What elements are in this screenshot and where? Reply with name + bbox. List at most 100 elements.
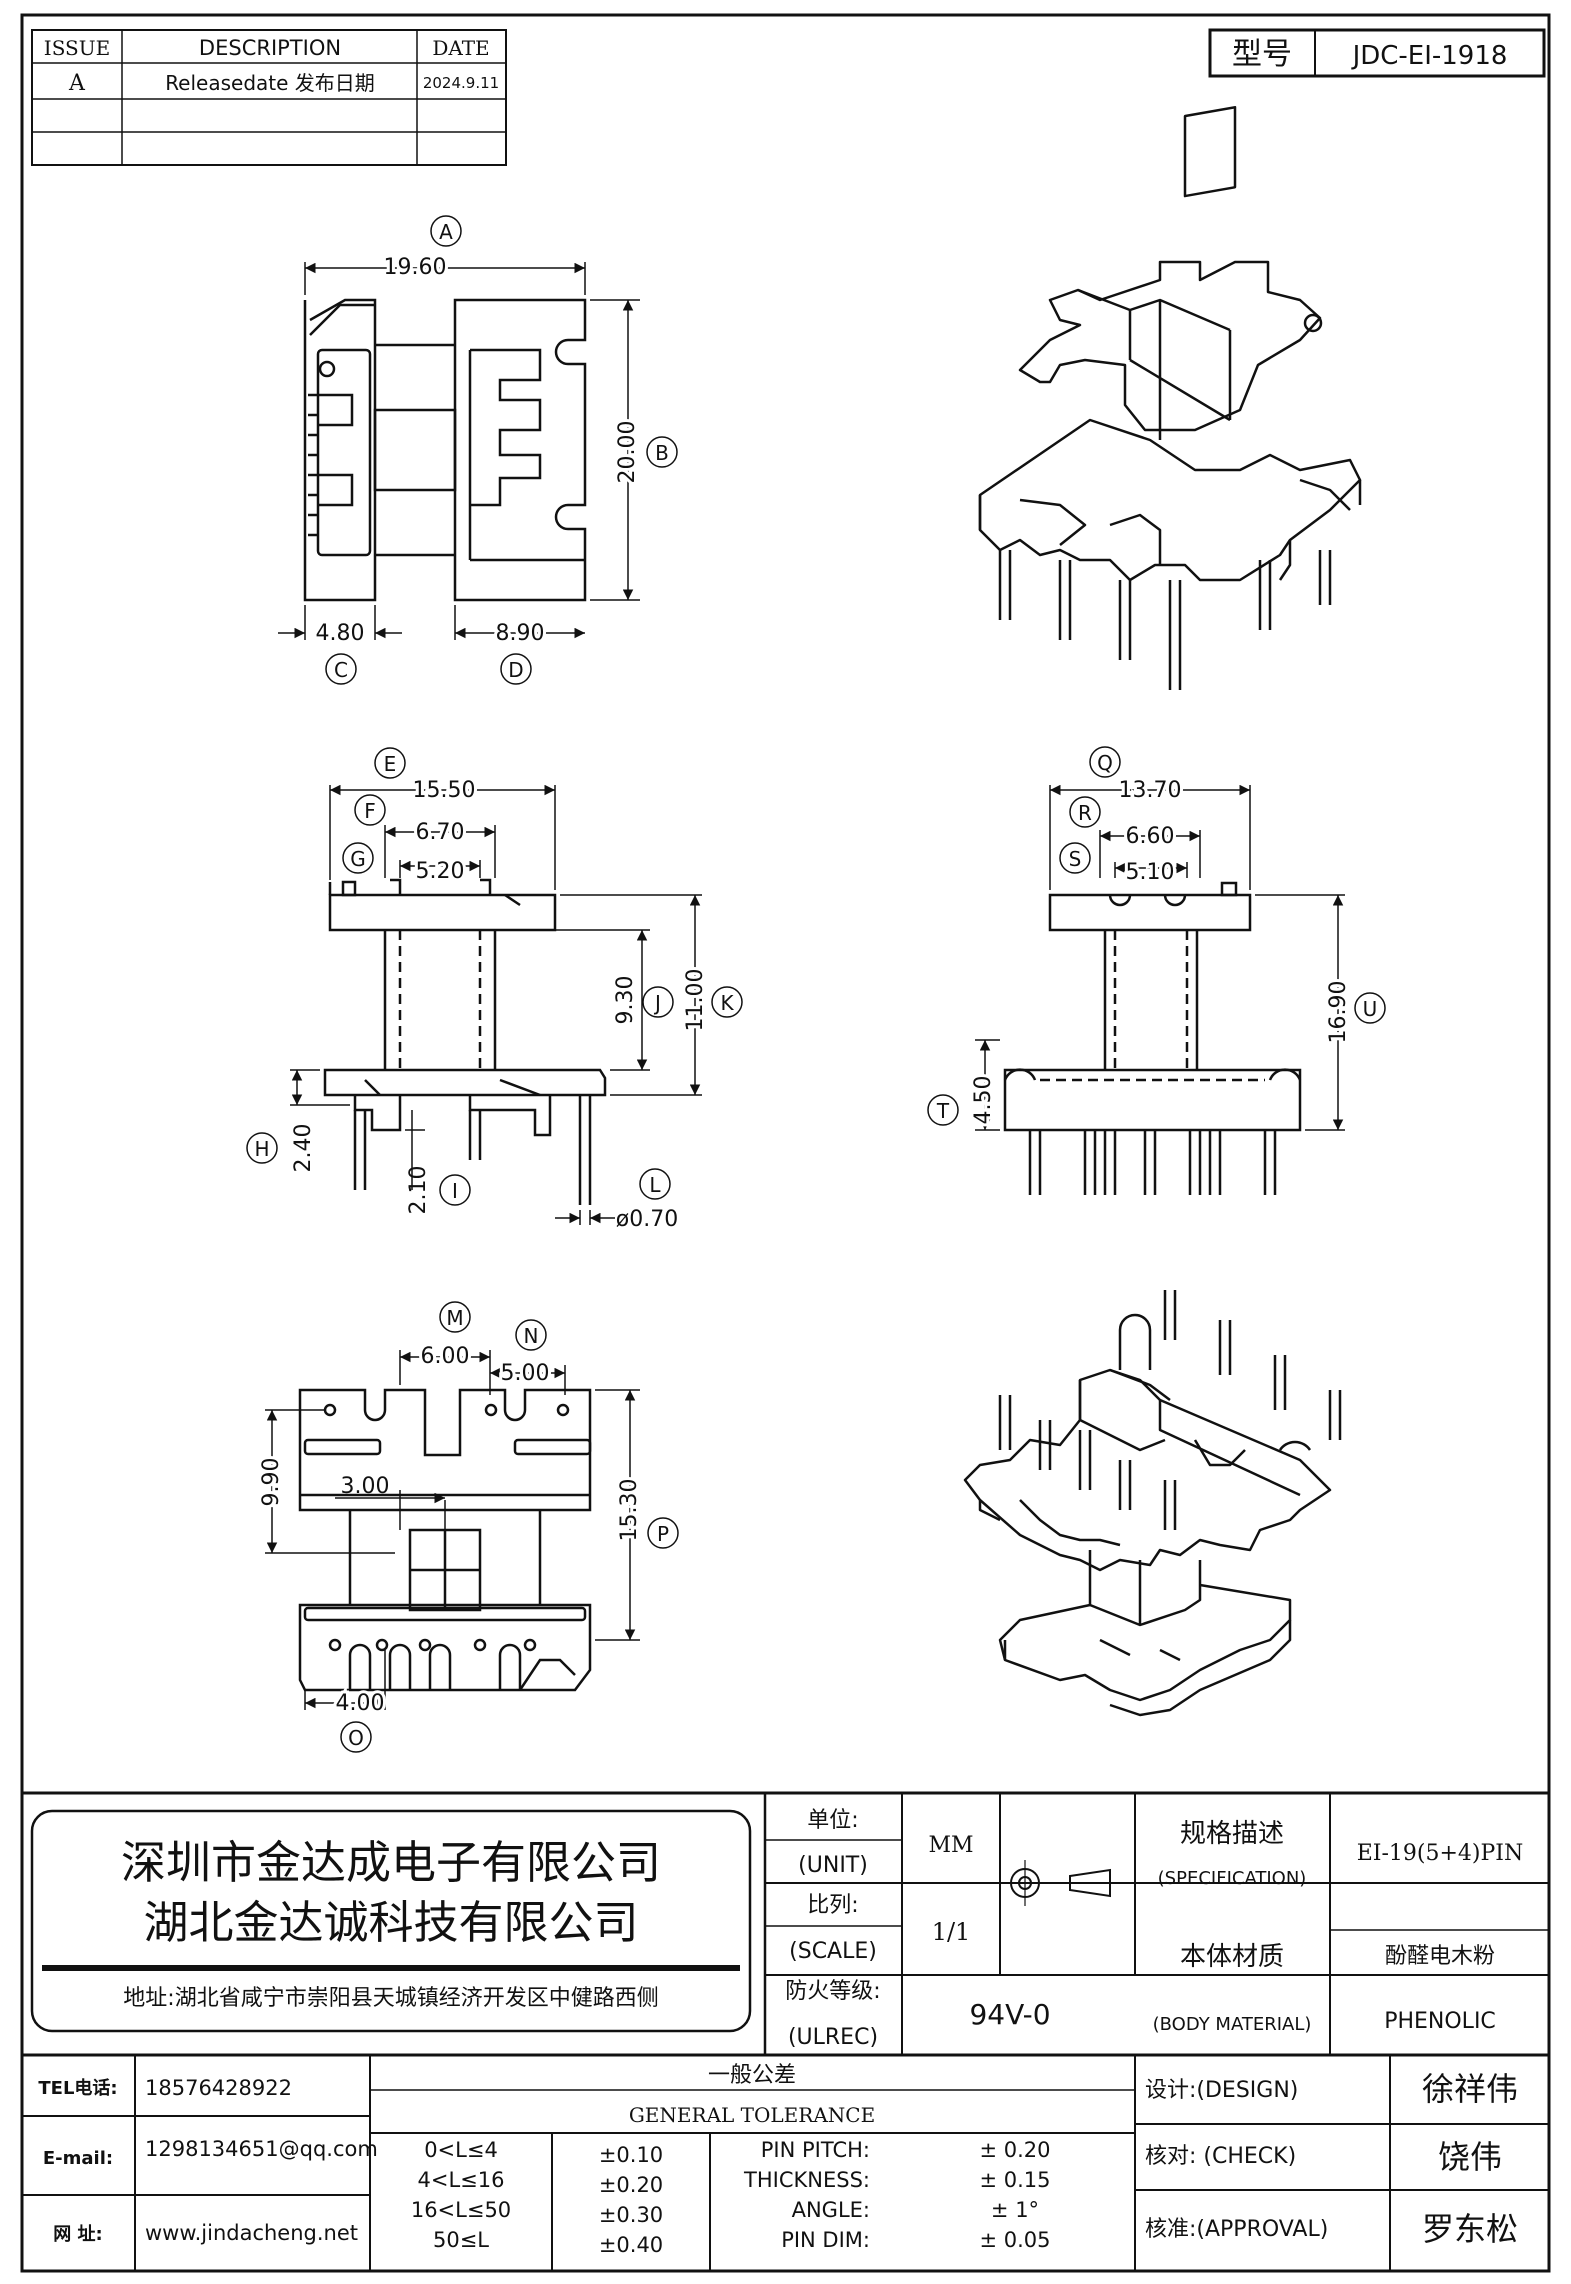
- label-B: B: [655, 441, 669, 465]
- dim-callout-L: [639, 1168, 671, 1200]
- material-value-en: PHENOLIC: [1384, 2009, 1496, 2034]
- bottom-view-dimensions: [265, 1301, 679, 1753]
- label-D: D: [508, 658, 523, 682]
- rev-row-issue: A: [68, 71, 86, 96]
- front-view-dimensions: [246, 747, 743, 1225]
- tol-item-value-4: ± 0.05: [979, 2228, 1050, 2252]
- tol-range-3: 16<L≤50: [411, 2198, 511, 2222]
- dim-callout-K: [711, 986, 743, 1018]
- tol-item-value-3: ± 1°: [991, 2198, 1039, 2222]
- dim-callout-F: [354, 794, 386, 826]
- dim-callout-A: [430, 215, 462, 247]
- fire-rating-value: 94V-0: [969, 1998, 1050, 2031]
- top-view: [303, 298, 587, 602]
- side-view: [1003, 881, 1302, 1195]
- tel-value: 18576428922: [145, 2076, 292, 2100]
- rev-row-description: Releasedate 发布日期: [165, 71, 375, 95]
- tol-item-4: PIN DIM:: [781, 2228, 870, 2252]
- label-K: K: [720, 991, 734, 1015]
- dim-O-value: 4.00: [336, 1691, 385, 1716]
- dim-G-value: 5.20: [416, 859, 465, 884]
- tol-item-3: ANGLE:: [792, 2198, 870, 2222]
- fire-label-en: (ULREC): [788, 2025, 878, 2050]
- label-F: F: [364, 799, 376, 823]
- rev-header-date: DATE: [432, 36, 489, 60]
- dim-T-value: 4.50: [971, 1076, 996, 1125]
- tol-value-4: ±0.40: [599, 2233, 663, 2257]
- dim-K-value: 11.00: [683, 969, 708, 1032]
- spec-label-cn: 规格描述: [1180, 1819, 1284, 1849]
- tel-label: TEL电话:: [38, 2077, 117, 2099]
- dim-H-value: 2.40: [291, 1124, 316, 1173]
- sheet-border: [20, 13, 1551, 2273]
- label-H: H: [254, 1137, 269, 1161]
- tol-range-4: 50≤L: [433, 2228, 489, 2252]
- rev-header-description: DESCRIPTION: [199, 36, 341, 60]
- dim-callout-G: [342, 842, 374, 874]
- label-Q: Q: [1097, 751, 1113, 775]
- dim-callout-D: [500, 653, 532, 685]
- web-value: www.jindacheng.net: [145, 2221, 358, 2245]
- rev-row-date: 2024.9.11: [423, 74, 499, 92]
- dim-callout-T: [927, 1094, 959, 1126]
- label-I: I: [452, 1179, 458, 1203]
- dim-F-value: 6.70: [416, 820, 465, 845]
- dim-callout-H: [246, 1132, 278, 1164]
- dim-callout-J: [642, 986, 674, 1018]
- tol-item-1: PIN PITCH:: [761, 2138, 870, 2162]
- tolerance-title-en: GENERAL TOLERANCE: [629, 2103, 875, 2127]
- dim-callout-E: [374, 747, 406, 779]
- dim-callout-C: [325, 653, 357, 685]
- scale-label-en: (SCALE): [789, 1939, 877, 1964]
- scale-label-cn: 比列:: [807, 1893, 858, 1918]
- web-label: 网 址:: [53, 2224, 102, 2245]
- dim-R-value: 6.60: [1126, 824, 1175, 849]
- model-label: 型号: [1232, 37, 1292, 72]
- dim-A-value: 19.60: [384, 255, 447, 280]
- fire-label-cn: 防火等级:: [785, 1979, 880, 2004]
- label-G: G: [350, 847, 366, 871]
- dim-3-00-value: 3.00: [341, 1474, 390, 1499]
- label-U: U: [1363, 997, 1378, 1021]
- side-view-dimensions: [927, 746, 1386, 1131]
- approval-role: 核准:(APPROVAL): [1145, 2217, 1328, 2242]
- material-label-cn: 本体材质: [1180, 1942, 1284, 1972]
- model-box: 型号 JDC-EI-1918: [1208, 28, 1546, 78]
- dim-callout-S: [1059, 842, 1091, 874]
- label-A: A: [439, 220, 453, 244]
- tolerance-title-cn: 一般公差: [708, 2063, 796, 2088]
- dim-U-value: 16.90: [1326, 981, 1351, 1044]
- tol-item-value-2: ± 0.15: [979, 2168, 1050, 2192]
- material-value-cn: 酚醛电木粉: [1385, 1944, 1495, 1969]
- revision-table: ISSUE DESCRIPTION DATE A Releasedate 发布日…: [31, 29, 507, 166]
- label-S: S: [1069, 847, 1082, 871]
- unit-label-en: (UNIT): [798, 1853, 868, 1878]
- dim-Q-value: 13.70: [1119, 778, 1182, 803]
- tol-value-2: ±0.20: [599, 2173, 663, 2197]
- tol-value-1: ±0.10: [599, 2143, 663, 2167]
- unit-value: MM: [928, 1833, 973, 1858]
- company-address: 地址:湖北省咸宁市崇阳县天城镇经济开发区中健路西侧: [123, 1986, 658, 2011]
- model-number: JDC-EI-1918: [1351, 41, 1508, 71]
- label-R: R: [1078, 801, 1092, 825]
- isometric-view-top: [978, 105, 1362, 690]
- label-E: E: [384, 752, 397, 776]
- tol-value-3: ±0.30: [599, 2203, 663, 2227]
- label-J: J: [653, 991, 661, 1015]
- unit-label-cn: 单位:: [807, 1808, 858, 1833]
- dim-callout-R: [1069, 796, 1101, 828]
- dim-callout-I: [439, 1174, 471, 1206]
- label-M: M: [446, 1306, 463, 1330]
- label-N: N: [524, 1324, 539, 1348]
- dim-D-value: 8.90: [496, 621, 545, 646]
- dim-callout-M: [439, 1301, 471, 1333]
- scale-value: 1/1: [932, 1918, 971, 1946]
- tol-range-2: 4<L≤16: [418, 2168, 505, 2192]
- label-L: L: [649, 1173, 661, 1197]
- front-view: [323, 878, 607, 1205]
- dim-N-value: 5.00: [501, 1361, 550, 1386]
- dim-M-value: 6.00: [421, 1344, 470, 1369]
- dim-C-value: 4.80: [316, 621, 365, 646]
- company-name-1: 深圳市金达成电子有限公司: [121, 1836, 661, 1889]
